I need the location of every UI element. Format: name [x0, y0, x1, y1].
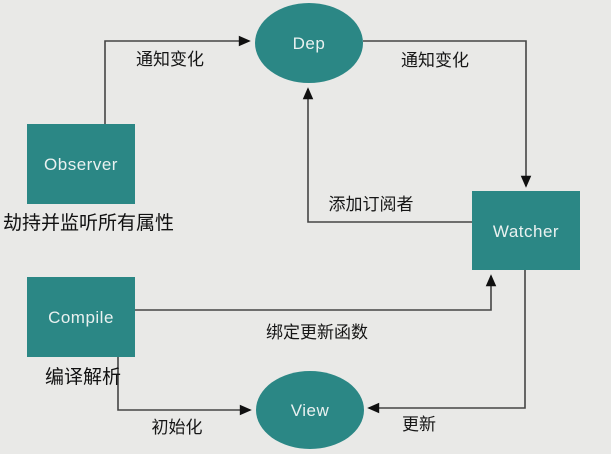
edge-watcher-to-view [367, 270, 526, 414]
diagram-nodes: Dep Observer Watcher Compile View [27, 3, 580, 449]
observer-node [27, 124, 135, 204]
edge-observer-to-dep [104, 35, 251, 124]
watcher-node [472, 191, 580, 270]
dep-node [255, 3, 363, 83]
view-node [256, 371, 364, 449]
dep-node-label: Dep [293, 34, 326, 53]
diagram-edge-labels: 通知变化 通知变化 添加订阅者 绑定更新函数 初始化 更新 [136, 50, 469, 437]
edge-label-observer-to-dep: 通知变化 [136, 50, 204, 69]
edge-label-watcher-to-view: 更新 [402, 415, 436, 434]
edge-label-compile-to-view: 初始化 [152, 418, 203, 437]
edge-compile-to-watcher [135, 274, 497, 311]
watcher-node-label: Watcher [493, 222, 559, 241]
compile-node [27, 277, 135, 357]
edge-label-watcher-to-dep: 添加订阅者 [329, 195, 414, 214]
compile-caption: 编译解析 [45, 366, 121, 388]
observer-node-label: Observer [44, 155, 118, 174]
diagram-node-captions: 劫持并监听所有属性 编译解析 [3, 212, 174, 388]
edge-compile-to-view [117, 357, 252, 416]
edge-label-compile-to-watcher: 绑定更新函数 [266, 323, 368, 342]
compile-node-label: Compile [48, 308, 114, 327]
edge-watcher-to-dep [302, 87, 472, 223]
diagram-edges [104, 35, 532, 416]
observer-caption: 劫持并监听所有属性 [3, 212, 174, 234]
edge-dep-to-watcher [363, 40, 532, 188]
edge-label-dep-to-watcher: 通知变化 [401, 51, 469, 70]
view-node-label: View [291, 401, 330, 420]
